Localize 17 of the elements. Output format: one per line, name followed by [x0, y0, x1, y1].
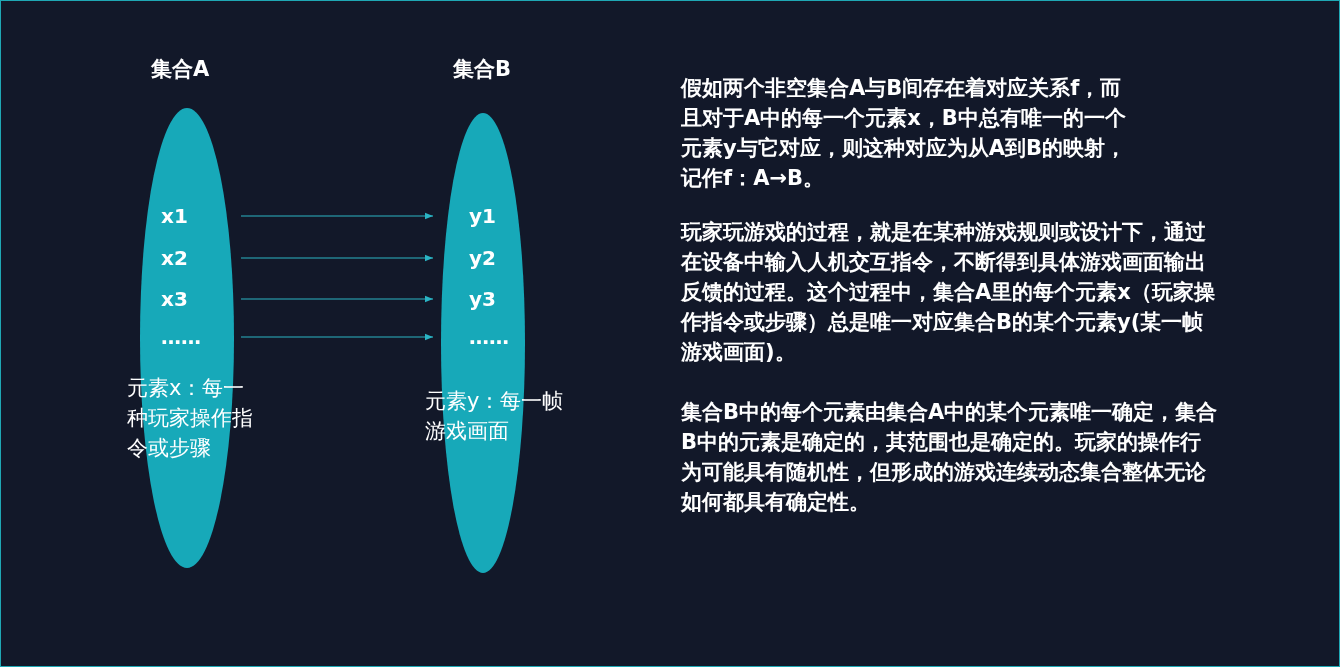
set-element: y2 — [433, 244, 513, 272]
set-element: x2 — [161, 244, 241, 272]
set-element: …… — [161, 323, 241, 351]
arrow — [240, 212, 434, 220]
arrow — [240, 254, 434, 262]
set-title: 集合A — [151, 56, 210, 83]
set-title: 集合B — [453, 56, 511, 83]
set-element: y1 — [433, 202, 513, 230]
paragraph: 玩家玩游戏的过程，就是在某种游戏规则或设计下，通过在设备中输入人机交互指令，不断得到具体游戏画面输出反馈的过程。这个过程中，集合A里的每个元素x（玩家操作指令或步骤）总是唯一对应集合B的某个元素y(某一帧游戏画面)。 — [681, 219, 1216, 366]
set-element: …… — [433, 323, 513, 351]
arrow — [240, 295, 434, 303]
paragraph: 假如两个非空集合A与B间存在着对应关系f，而且对于A中的每一个元素x，B中总有唯一的一个元素y与它对应，则这种对应为从A到B的映射，记作f：A→B。 — [681, 75, 1127, 192]
set-element: y3 — [433, 285, 513, 313]
arrow — [240, 333, 434, 341]
set-element: x1 — [161, 202, 241, 230]
set-element: x3 — [161, 285, 241, 313]
paragraph: 集合B中的每个元素由集合A中的某个元素唯一确定，集合B中的元素是确定的，其范围也是确定的。玩家的操作行为可能具有随机性，但形成的游戏连续动态集合整体无论如何都具有确定性。 — [681, 399, 1219, 516]
